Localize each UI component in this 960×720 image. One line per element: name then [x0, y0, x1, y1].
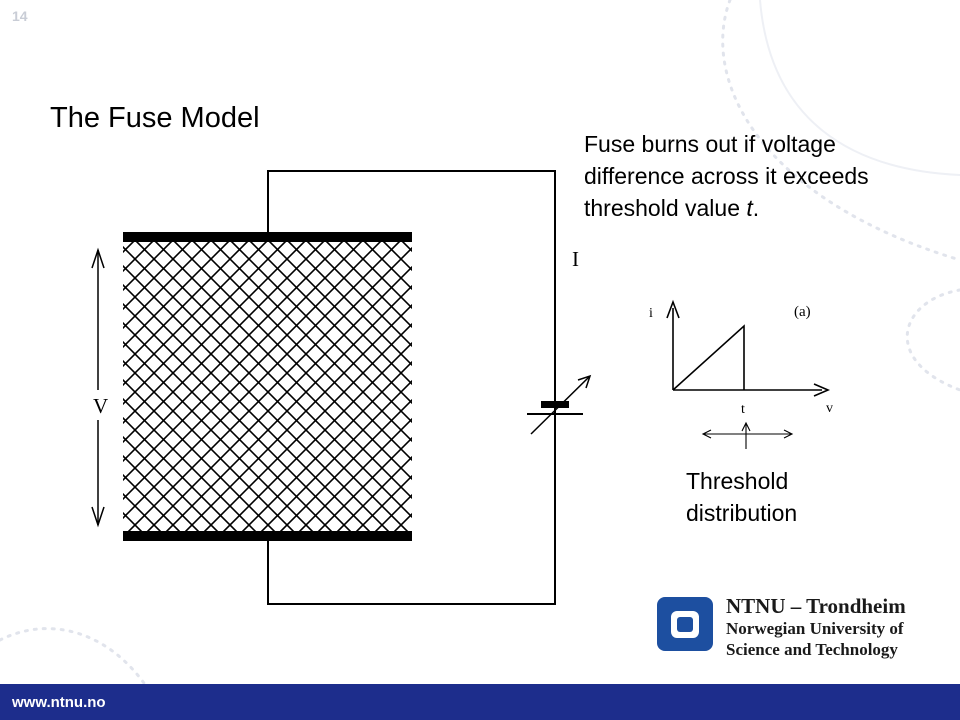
bottom-electrode	[123, 531, 412, 541]
voltage-arrow	[91, 247, 105, 528]
graph-x-arrow	[813, 383, 831, 397]
variable-battery-symbol	[527, 374, 592, 435]
logo-line1: NTNU – Trondheim	[726, 594, 906, 618]
description-main: Fuse burns out if voltage difference acr…	[584, 131, 869, 221]
slide-number: 14	[12, 8, 28, 24]
graph-y-arrow	[666, 299, 680, 319]
decor-arc-top	[721, 0, 960, 262]
top-electrode	[123, 232, 412, 242]
decor-arc-faint	[759, 0, 960, 176]
threshold-caption: Threshold distribution	[686, 465, 797, 529]
slide-title: The Fuse Model	[50, 102, 260, 134]
decor-arc-right	[905, 288, 960, 392]
circuit-wire	[267, 170, 556, 605]
graph-panel-label: (a)	[794, 304, 811, 320]
graph-threshold-tick: t	[741, 402, 745, 417]
current-label: I	[572, 247, 579, 271]
description-threshold-symbol: t	[746, 195, 753, 221]
logo-line2: Norwegian University of	[726, 619, 904, 638]
description-text: Fuse burns out if voltage difference acr…	[584, 128, 934, 224]
logo-line3: Science and Technology	[726, 640, 898, 659]
threshold-distribution-arrows	[701, 421, 794, 449]
voltage-label: V	[93, 394, 108, 418]
footer-url-link[interactable]: www.ntnu.no	[12, 694, 106, 711]
threshold-caption-line1: Threshold	[686, 468, 789, 494]
fuse-network-mesh	[123, 240, 412, 532]
ntnu-logo-text: NTNU – Trondheim Norwegian University of…	[726, 594, 906, 660]
graph-x-label: v	[826, 401, 833, 416]
graph-y-label: i	[649, 306, 653, 321]
graph-curve	[672, 324, 745, 391]
footer-bar: www.ntnu.no	[0, 684, 960, 720]
threshold-caption-line2: distribution	[686, 500, 798, 526]
description-period: .	[752, 195, 760, 221]
